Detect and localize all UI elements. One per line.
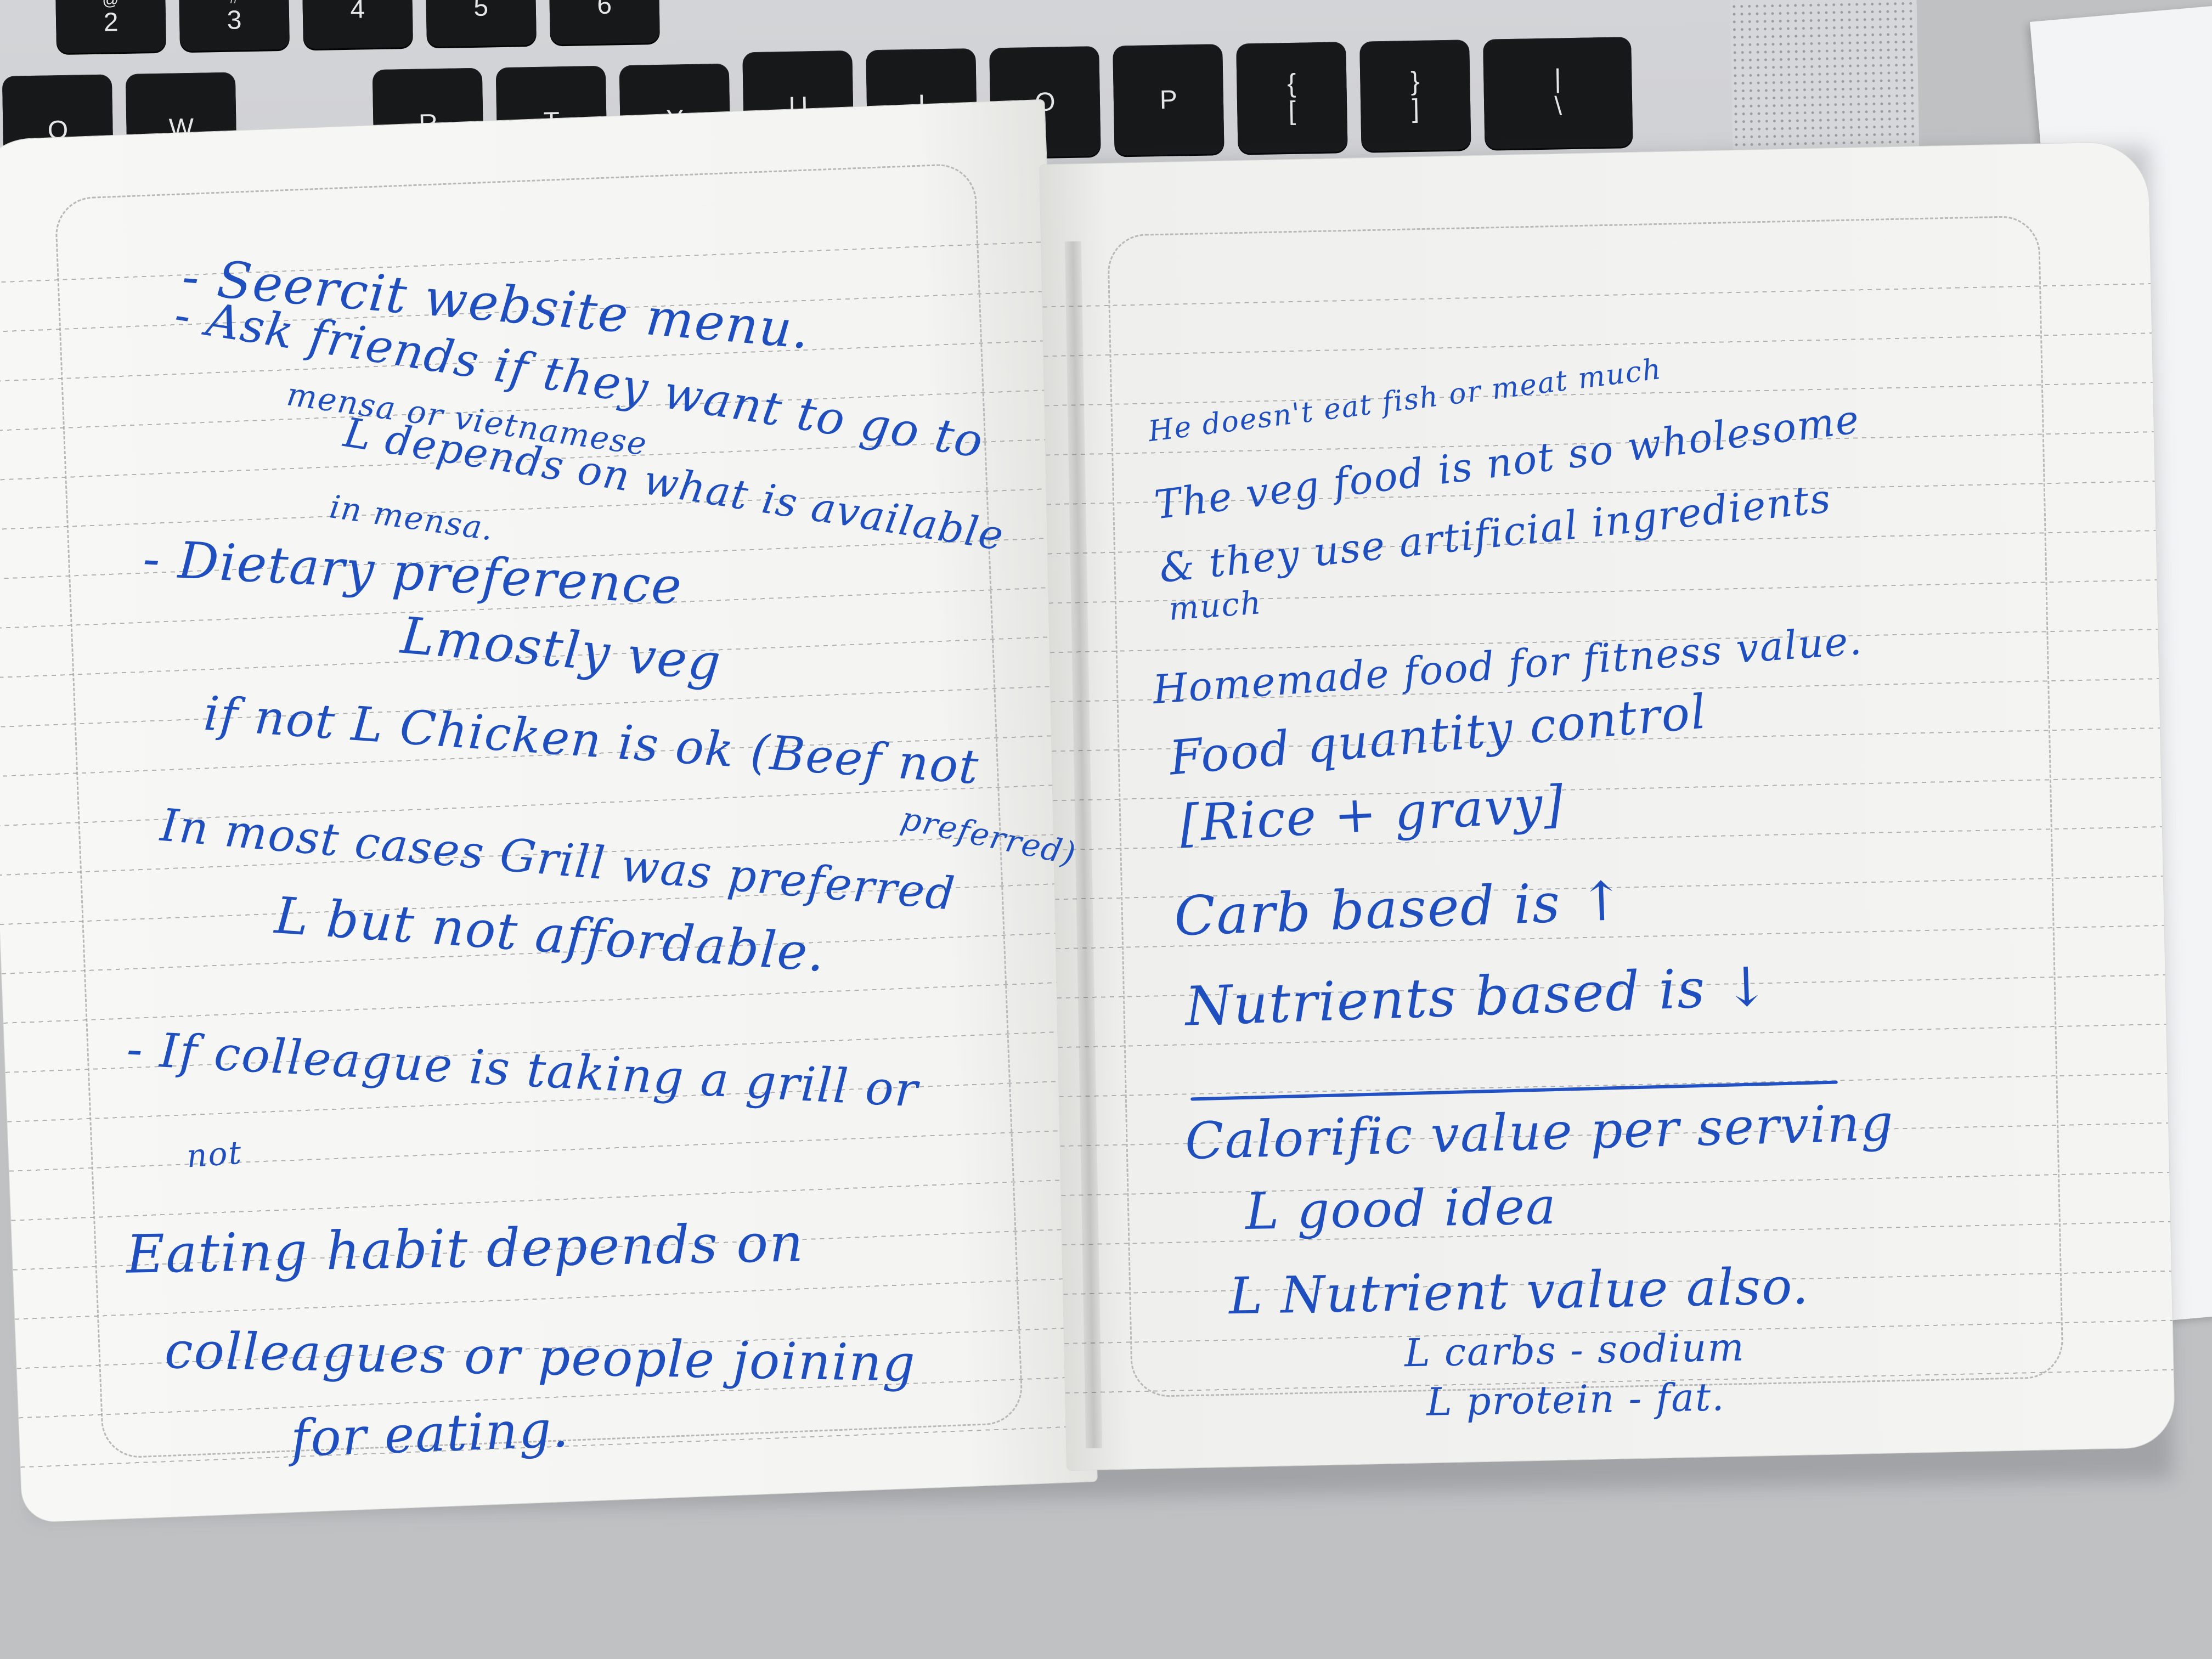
key-3[interactable]: #3 [178, 0, 290, 52]
key-close-bracket-main: ] [1412, 94, 1420, 124]
note-right-line-12: L Nutrient value also. [1228, 1256, 1810, 1326]
note-right-line-4: much [1167, 584, 1263, 628]
key-4-main: 4 [349, 0, 365, 24]
key-4[interactable]: 4 [302, 0, 414, 49]
key-backslash-main: \ [1554, 92, 1562, 121]
key-2-main: 2 [103, 7, 119, 37]
note-left-line-16: for eating. [290, 1400, 571, 1468]
key-open-bracket[interactable]: {[ [1236, 42, 1348, 154]
note-left-line-14: Eating habit depends on [126, 1212, 805, 1285]
key-p[interactable]: P [1113, 44, 1224, 156]
key-3-main: 3 [227, 5, 242, 35]
key-close-bracket-top: } [1410, 66, 1420, 96]
key-backslash-top: | [1554, 64, 1562, 94]
key-6[interactable]: 6 [549, 0, 660, 45]
key-p-label: P [1159, 85, 1178, 115]
note-right-line-11: L good idea [1245, 1177, 1558, 1241]
note-right-line-13: L carbs - sodium [1404, 1324, 1746, 1376]
key-backslash[interactable]: |\ [1483, 37, 1633, 149]
note-left-line-13: not [185, 1133, 244, 1175]
key-close-bracket[interactable]: }] [1359, 40, 1471, 151]
key-open-bracket-main: [ [1288, 96, 1296, 126]
key-2[interactable]: @2 [55, 0, 167, 54]
key-5[interactable]: 5 [425, 0, 537, 47]
key-5-main: 5 [473, 0, 489, 22]
note-right-line-14: L protein - fat. [1426, 1374, 1726, 1425]
key-6-main: 6 [596, 0, 612, 20]
key-open-bracket-top: { [1286, 69, 1296, 98]
